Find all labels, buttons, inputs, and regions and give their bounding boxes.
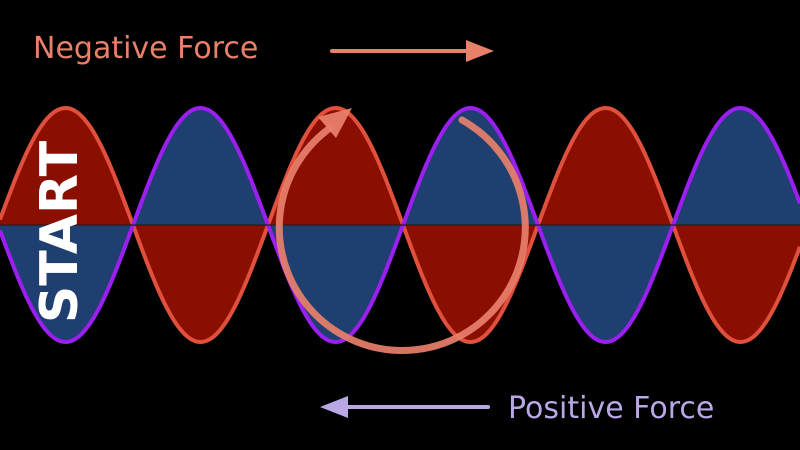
negative-force-arrow-head — [466, 40, 494, 62]
wave-lobe-upper — [0, 108, 133, 225]
loop-arrow-arc — [275, 116, 529, 354]
wave-lobe-upper — [268, 108, 403, 225]
wave-lobe-lower — [673, 225, 800, 342]
top-label-group: Negative Force — [33, 31, 494, 66]
wave-lobe-upper — [403, 108, 538, 225]
negative-force-label: Negative Force — [33, 31, 258, 66]
positive-force-label: Positive Force — [508, 391, 714, 426]
wave-fills — [0, 108, 800, 342]
circular-arrow — [275, 108, 529, 354]
bottom-label-group: Positive Force — [320, 391, 714, 426]
wave-lobe-lower — [403, 225, 538, 342]
loop-arrow-head — [318, 108, 352, 138]
wave-lobe-upper — [133, 108, 268, 225]
wave-lobe-lower — [538, 225, 673, 342]
wave-lobe-lower — [268, 225, 403, 342]
start-label: START — [30, 140, 90, 323]
wave-lobe-upper — [538, 108, 673, 225]
positive-force-arrow-head — [320, 396, 348, 418]
wave-lobe-upper — [673, 108, 800, 225]
wave-lobe-lower — [133, 225, 268, 342]
wave-lobe-lower — [0, 225, 133, 342]
